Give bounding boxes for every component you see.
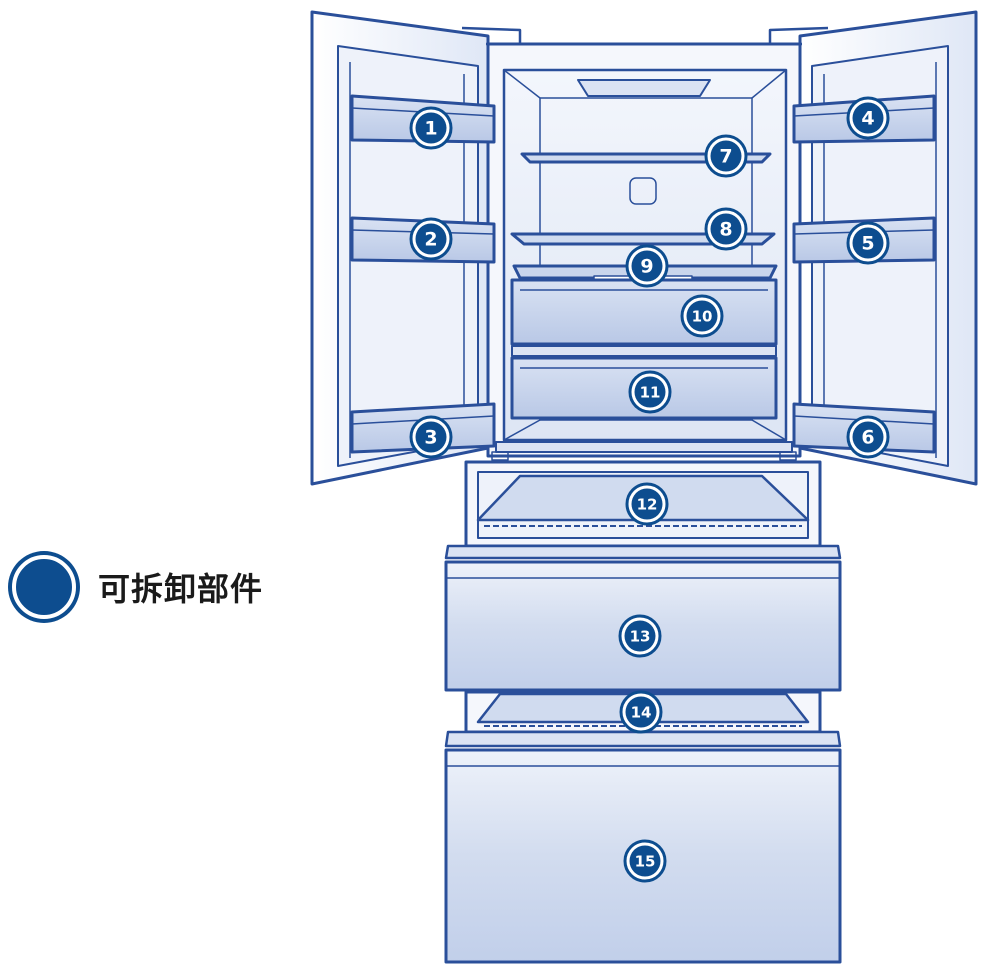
part-badge-2: 2 xyxy=(409,217,453,261)
part-badge-label: 12 xyxy=(637,496,658,514)
part-badge-label: 1 xyxy=(424,118,437,140)
part-badge-7: 7 xyxy=(704,134,748,178)
part-badge-5: 5 xyxy=(846,221,890,265)
part-badge-1: 1 xyxy=(409,106,453,150)
part-badge-label: 7 xyxy=(719,146,732,168)
part-badge-label: 9 xyxy=(640,256,653,278)
part-badge-8: 8 xyxy=(704,207,748,251)
part-badge-label: 4 xyxy=(861,108,874,130)
part-badge-label: 13 xyxy=(630,628,651,646)
part-badge-13: 13 xyxy=(618,614,662,658)
legend: 可拆卸部件 xyxy=(8,552,263,622)
part-badge-4: 4 xyxy=(846,96,890,140)
part-badge-15: 15 xyxy=(623,839,667,883)
part-badge-label: 2 xyxy=(424,229,437,251)
part-badge-label: 5 xyxy=(861,233,874,255)
filled-circle-badge-icon xyxy=(12,555,76,619)
part-badge-3: 3 xyxy=(409,415,453,459)
part-badge-label: 15 xyxy=(635,853,656,871)
part-badge-label: 14 xyxy=(631,704,652,722)
part-badge-label: 10 xyxy=(692,308,713,326)
part-badge-label: 6 xyxy=(861,427,874,449)
part-badge-label: 11 xyxy=(640,384,661,402)
part-badge-11: 11 xyxy=(628,370,672,414)
part-badge-label: 8 xyxy=(719,219,732,241)
part-badge-10: 10 xyxy=(680,294,724,338)
part-badge-6: 6 xyxy=(846,415,890,459)
part-badge-label: 3 xyxy=(424,427,437,449)
legend-label: 可拆卸部件 xyxy=(98,570,264,608)
part-badge-9: 9 xyxy=(625,244,669,288)
part-badge-14: 14 xyxy=(619,690,663,734)
part-badge-12: 12 xyxy=(625,482,669,526)
